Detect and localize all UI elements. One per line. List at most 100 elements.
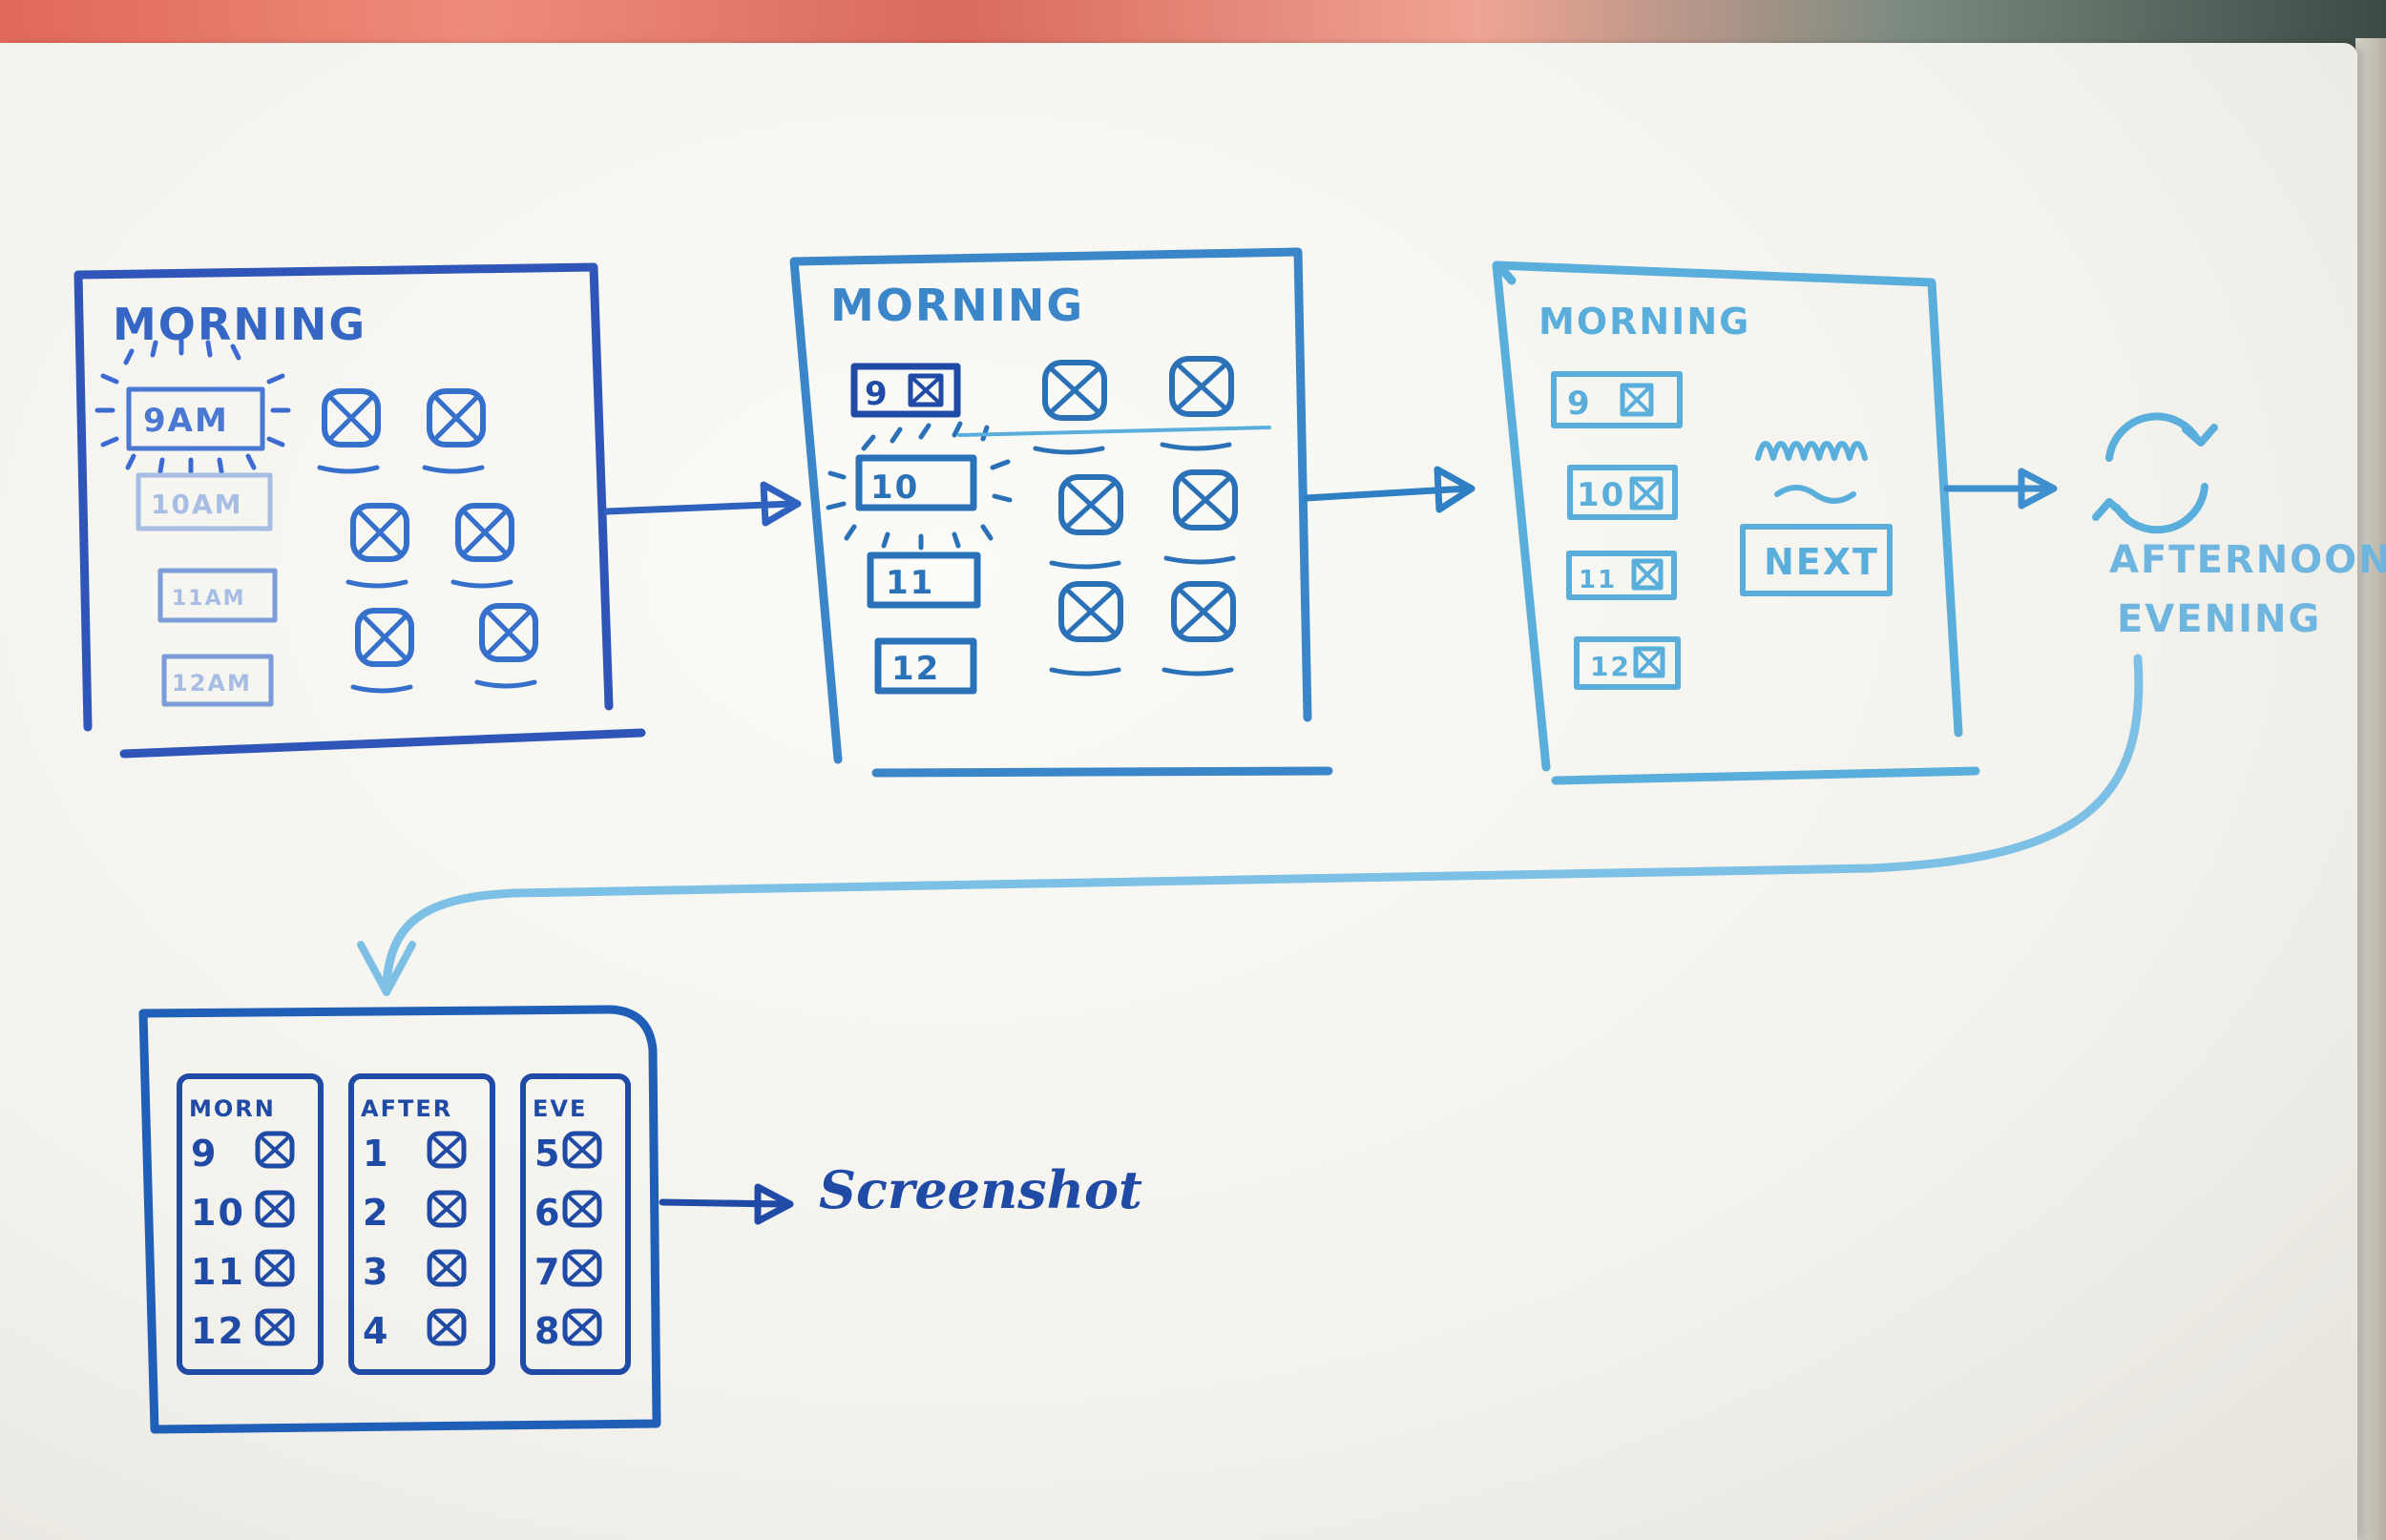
summary-slot-check-icon[interactable] [427,1131,467,1169]
screen-2-slot-4[interactable] [874,637,977,695]
summary-slot-check-icon[interactable] [562,1131,602,1169]
summary-slot-check-icon[interactable] [427,1249,467,1287]
screen-2-title: MORNING [830,280,1084,331]
screen-3-next-button[interactable] [1740,524,1893,596]
screen-2-slot-1[interactable] [850,363,961,418]
caption-line [1049,560,1121,570]
summary-slot-label: 12 [191,1310,245,1352]
summary-slot-label: 9 [191,1133,218,1175]
summary-slot-check-icon[interactable] [255,1308,295,1346]
screen-3-slot-3-check[interactable] [1631,558,1664,591]
screen-1-slot-3-label: 11AM [172,587,246,611]
arrow-2 [1302,466,1476,513]
image-placeholder-icon[interactable] [1171,581,1236,642]
summary-slot-label: 5 [534,1133,561,1175]
caption-line [1162,667,1234,676]
screen-1-slot-1[interactable] [126,386,265,451]
summary-slot-label: 10 [191,1192,245,1234]
screen-3-slot-3[interactable] [1566,551,1677,600]
screen-3-slot-1[interactable] [1551,371,1683,428]
image-placeholder-icon[interactable] [479,603,538,662]
screen-1-slot-2[interactable] [136,472,273,531]
summary-column-header: MORN [189,1095,276,1122]
summary-slot-check-icon[interactable] [427,1308,467,1346]
image-placeholder-icon[interactable] [350,503,409,562]
summary-slot-check-icon[interactable] [562,1308,602,1346]
summary-frame [138,1005,661,1434]
summary-column: EVE 5 6 7 8 [520,1073,631,1375]
screen-2-slot-4-label: 12 [891,650,940,688]
screen-2-slot-1-check[interactable] [908,373,944,407]
summary-slot-check-icon[interactable] [255,1190,295,1228]
summary-slot-check-icon[interactable] [562,1190,602,1228]
screen-3-title: MORNING [1538,301,1750,343]
summary-slot-label: 1 [363,1133,389,1175]
screen-2-frame [789,247,1333,778]
arrow-3 [1943,468,2058,510]
image-placeholder-icon[interactable] [1169,356,1234,417]
final-label: Screenshot [819,1159,1142,1220]
image-placeholder-icon[interactable] [1042,360,1107,421]
summary-slot-label: 8 [534,1310,561,1352]
loop-label-line-2: EVENING [2117,597,2321,641]
screen-1-slot-3[interactable] [157,568,278,623]
image-placeholder-icon[interactable] [1058,581,1123,642]
screen-3-slot-4[interactable] [1574,636,1681,690]
screen-3-frame [1492,260,1980,785]
arrow-1 [603,481,802,527]
screen-3-next-label: NEXT [1764,541,1879,583]
screen-2-slot-2[interactable] [855,454,977,511]
summary-column-header: AFTER [361,1095,452,1122]
arrow-final [659,1183,794,1225]
caption-line [317,465,380,474]
screen-3-slot-1-check[interactable] [1620,383,1654,417]
summary-column-header: EVE [533,1095,587,1122]
summary-slot-label: 6 [534,1192,561,1234]
screen-2-slot-1-label: 9 [865,375,890,413]
screen-2: MORNING 9 10 11 12 [789,247,1333,778]
screen-3-slot-4-label: 12 [1590,651,1631,682]
image-placeholder-icon[interactable] [455,503,514,562]
screen-1-slot-2-label: 10AM [151,489,243,520]
summary-slot-check-icon[interactable] [255,1249,295,1287]
image-placeholder-icon[interactable] [355,608,414,667]
screen-2-slot-3[interactable] [867,551,981,609]
summary-slot-check-icon[interactable] [562,1249,602,1287]
image-placeholder-icon[interactable] [1058,474,1123,535]
screen-1-slot-1-label: 9AM [143,402,229,440]
caption-line [350,684,413,694]
screen-2-slot-3-label: 11 [886,564,934,602]
curved-connector-arrow [357,654,2144,996]
summary-column-frame [348,1073,495,1375]
summary-slot-label: 7 [534,1251,561,1293]
summary-column-frame [520,1073,631,1375]
screen-3: MORNING 9 10 11 12 [1492,260,1980,785]
summary-column-frame [177,1073,324,1375]
caption-line [1160,442,1232,451]
screen-3-slot-4-check[interactable] [1633,646,1665,678]
sketch-paper [0,43,2357,1540]
summary-slot-label: 2 [363,1192,389,1234]
screen-3-slot-1-label: 9 [1567,385,1592,423]
screen-2-divider [957,426,1271,437]
summary-slot-check-icon[interactable] [255,1131,295,1169]
caption-line [474,679,537,689]
screen-3-slot-3-label: 11 [1579,566,1617,594]
screen-3-slot-2-check[interactable] [1629,476,1664,510]
summary-slot-check-icon[interactable] [427,1190,467,1228]
caption-line [450,579,513,589]
screen-3-confirmation-scribble [1755,441,1868,504]
image-placeholder-icon[interactable] [322,388,381,447]
screen-3-slot-2[interactable] [1567,465,1678,520]
image-placeholder-icon[interactable] [427,388,486,447]
caption-line [422,465,485,474]
caption-line [345,579,408,589]
image-placeholder-icon[interactable] [1173,469,1238,531]
screen-1-slot-4[interactable] [161,654,274,707]
loop-label-line-1: AFTERNOON [2109,538,2386,582]
